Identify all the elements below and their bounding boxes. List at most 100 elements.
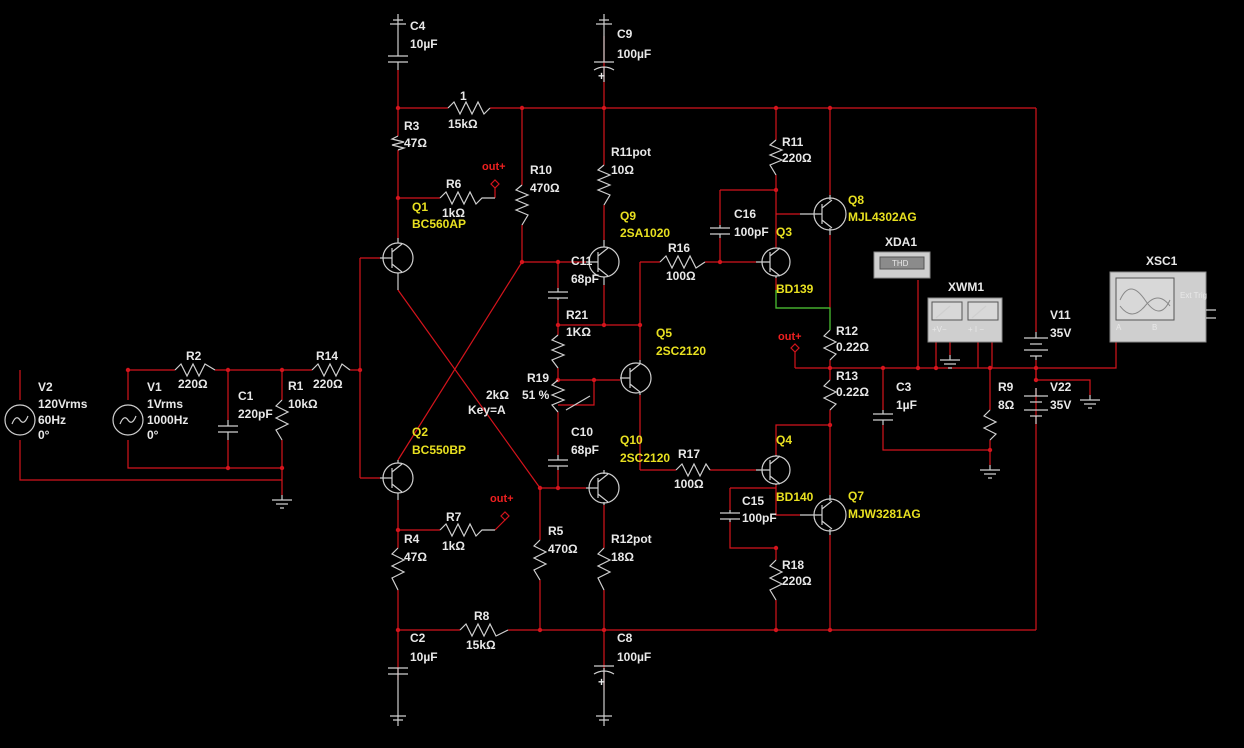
q8-val: MJL4302AG <box>848 210 917 224</box>
schematic-canvas[interactable]: THD +V− + I − Ext Trig A B C4 10µF C9 10… <box>0 0 1220 740</box>
r7-val: 1kΩ <box>442 539 465 553</box>
c11-ref: C11 <box>571 254 593 268</box>
q10-val: 2SC2120 <box>620 451 670 465</box>
q9-ref: Q9 <box>620 209 636 223</box>
r19-val: 2kΩ <box>486 388 509 402</box>
c2-val: 10µF <box>410 650 438 664</box>
r17-val: 100Ω <box>674 477 704 491</box>
q9-val: 2SA1020 <box>620 226 670 240</box>
c10-val: 68pF <box>571 443 599 457</box>
r21-ref: R21 <box>566 308 588 322</box>
r10-val: 470Ω <box>530 181 560 195</box>
r9-val: 8Ω <box>998 398 1015 412</box>
svg-text:A: A <box>1116 323 1122 332</box>
xwm1-ref: XWM1 <box>948 280 984 294</box>
r12pot-ref: R12pot <box>611 532 652 546</box>
q7-ref: Q7 <box>848 489 864 503</box>
v2-ref: V2 <box>38 380 53 394</box>
q1-val: BC560AP <box>412 217 466 231</box>
v2-l3: 0° <box>38 428 50 442</box>
q4-ref: Q4 <box>776 433 792 447</box>
q2-ref: Q2 <box>412 425 428 439</box>
xwm1-wattmeter[interactable]: +V− + I − <box>927 297 1003 343</box>
q1-ref: Q1 <box>412 200 428 214</box>
r2-val: 220Ω <box>178 377 208 391</box>
r17-ref: R17 <box>678 447 700 461</box>
r4-val: 47Ω <box>404 550 427 564</box>
r5-val: 470Ω <box>548 542 578 556</box>
r8-ref: R8 <box>474 609 490 623</box>
r1-ref: R1 <box>288 379 304 393</box>
c1-val: 220pF <box>238 407 273 421</box>
c11-val: 68pF <box>571 272 599 286</box>
c9-ref: C9 <box>617 27 633 41</box>
r8-val: 15kΩ <box>466 638 496 652</box>
r18-val: 220Ω <box>782 574 812 588</box>
q10-ref: Q10 <box>620 433 643 447</box>
r19-key: Key=A <box>468 403 506 417</box>
v1-ref: V1 <box>147 380 162 394</box>
r6-ref: R6 <box>446 177 462 191</box>
r5-ref: R5 <box>548 524 564 538</box>
probe-out-1: out+ <box>482 161 506 173</box>
v22-ref: V22 <box>1050 380 1072 394</box>
r3-val: 47Ω <box>404 136 427 150</box>
xda1-distortion-analyzer[interactable]: THD <box>873 251 931 279</box>
svg-text:B: B <box>1152 323 1157 332</box>
r13-ref: R13 <box>836 369 858 383</box>
r1b-ref: 1 <box>460 89 467 103</box>
r10-ref: R10 <box>530 163 552 177</box>
q4-val: BD140 <box>776 490 814 504</box>
v1-l3: 0° <box>147 428 159 442</box>
v1-l1: 1Vrms <box>147 397 183 411</box>
r19-ref: R19 <box>527 371 549 385</box>
r18-ref: R18 <box>782 558 804 572</box>
r21-val: 1KΩ <box>566 325 591 339</box>
schematic: THD +V− + I − Ext Trig A B C4 10µF C9 10… <box>4 14 1216 726</box>
r13-val: 0.22Ω <box>836 385 869 399</box>
c9-val: 100µF <box>617 47 651 61</box>
c4-val: 10µF <box>410 37 438 51</box>
c4-ref: C4 <box>410 19 426 33</box>
c3-val: 1µF <box>896 398 917 412</box>
r11pot-ref: R11pot <box>611 145 651 159</box>
c16-ref: C16 <box>734 207 756 221</box>
r2-ref: R2 <box>186 349 202 363</box>
r11-ref: R11 <box>782 135 804 149</box>
xsc1-ref: XSC1 <box>1146 254 1178 268</box>
q3-ref: Q3 <box>776 225 792 239</box>
probe-out-2: out+ <box>490 493 514 505</box>
c8-val: 100µF <box>617 650 651 664</box>
r9-ref: R9 <box>998 380 1014 394</box>
c16-val: 100pF <box>734 225 769 239</box>
r4-ref: R4 <box>404 532 420 546</box>
q5-val: 2SC2120 <box>656 344 706 358</box>
c10-ref: C10 <box>571 425 593 439</box>
component-symbols <box>4 14 1100 726</box>
xda1-screen: THD <box>892 259 909 268</box>
v2-l2: 60Hz <box>38 413 66 427</box>
labels: C4 10µF C9 100µF 1 15kΩ R3 47Ω R6 1kΩ ou… <box>38 19 1178 689</box>
xda1-ref: XDA1 <box>885 235 917 249</box>
r14-ref: R14 <box>316 349 338 363</box>
r1b-val: 15kΩ <box>448 117 478 131</box>
v2-l1: 120Vrms <box>38 397 88 411</box>
r11pot-val: 10Ω <box>611 163 634 177</box>
c8-ref: C8 <box>617 631 633 645</box>
r7-ref: R7 <box>446 510 462 524</box>
r12pot-val: 18Ω <box>611 550 634 564</box>
svg-text:+V−: +V− <box>932 325 947 334</box>
svg-text:+: + <box>598 69 605 83</box>
r11-val: 220Ω <box>782 151 812 165</box>
r12-val: 0.22Ω <box>836 340 869 354</box>
r16-val: 100Ω <box>666 269 696 283</box>
c15-ref: C15 <box>742 494 764 508</box>
xsc1-oscilloscope[interactable]: Ext Trig A B <box>1109 271 1216 343</box>
r16-ref: R16 <box>668 241 690 255</box>
probe-out-3: out+ <box>778 331 802 343</box>
svg-text:+ I −: + I − <box>968 325 984 334</box>
r14-val: 220Ω <box>313 377 343 391</box>
q5-ref: Q5 <box>656 326 672 340</box>
c15-val: 100pF <box>742 511 777 525</box>
svg-text:+: + <box>598 675 605 689</box>
